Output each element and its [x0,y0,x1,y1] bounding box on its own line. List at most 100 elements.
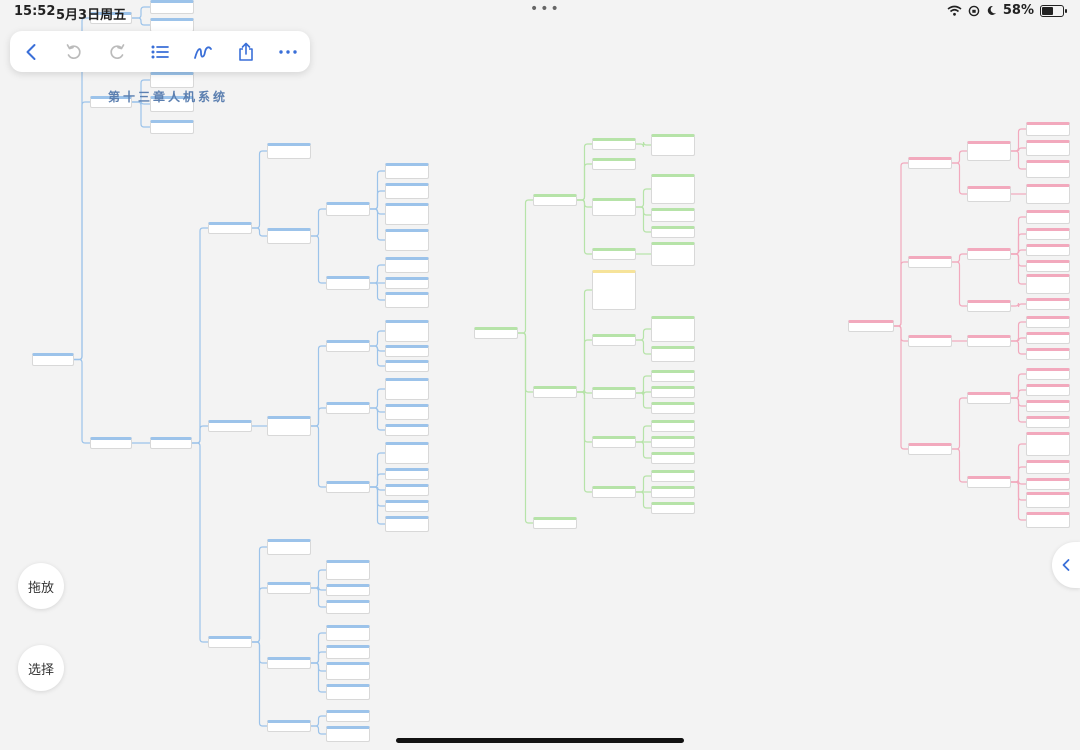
mindmap-node-leaf[interactable] [326,600,370,614]
mindmap-node-leaf[interactable] [385,360,429,372]
mindmap-node-branch[interactable] [267,720,311,732]
mindmap-node-leaf[interactable] [1026,460,1070,474]
mindmap-node-branch[interactable] [967,335,1011,347]
mindmap-node-leaf[interactable] [385,404,429,420]
mindmap-node-leaf[interactable] [651,208,695,222]
mindmap-node-leaf[interactable] [150,120,194,134]
mindmap-node-branch[interactable] [90,96,132,108]
mindmap-node-leaf[interactable] [385,345,429,357]
mindmap-node-leaf[interactable] [1026,244,1070,256]
mindmap-node-leaf[interactable] [592,158,636,170]
mindmap-node-leaf[interactable] [385,500,429,512]
mindmap-node-leaf[interactable] [1026,274,1070,294]
mindmap-node-branch[interactable] [592,248,636,260]
mindmap-node-leaf[interactable] [326,584,370,596]
mindmap-node-branch[interactable] [267,228,311,244]
mindmap-node-branch[interactable] [533,386,577,398]
mindmap-node-leaf[interactable] [651,470,695,482]
mindmap-node-branch[interactable] [908,443,952,455]
mindmap-node-leaf[interactable] [651,436,695,448]
mindmap-node-branch[interactable] [908,335,952,347]
mindmap-node-leaf[interactable] [1026,478,1070,490]
mindmap-node-leaf[interactable] [1026,228,1070,240]
mindmap-node-branch[interactable] [326,340,370,352]
mindmap-node-branch[interactable] [592,387,636,399]
mindmap-node-branch[interactable] [908,157,952,169]
undo-icon[interactable] [59,37,89,67]
mindmap-node-branch[interactable] [592,486,636,498]
mindmap-node-branch[interactable] [967,476,1011,488]
mindmap-node-leaf[interactable] [1026,260,1070,272]
mindmap-node-leaf[interactable] [1026,416,1070,428]
share-icon[interactable] [231,37,261,67]
draw-icon[interactable] [188,37,218,67]
mindmap-node-leaf[interactable] [651,174,695,204]
mindmap-node-leaf[interactable] [267,143,311,159]
mindmap-node-leaf[interactable] [385,516,429,532]
outline-icon[interactable] [145,37,175,67]
mindmap-node-leaf[interactable] [1026,400,1070,412]
mindmap-node-branch[interactable] [267,416,311,436]
mindmap-node-root[interactable] [474,327,518,339]
mindmap-node-branch[interactable] [326,481,370,493]
mindmap-node-leaf[interactable] [385,203,429,225]
mindmap-node-branch[interactable] [533,194,577,206]
mindmap-node-root[interactable] [848,320,894,332]
mindmap-node-leaf[interactable] [651,452,695,464]
mindmap-node-leaf[interactable] [326,684,370,700]
mindmap-node-branch[interactable] [326,276,370,290]
mindmap-node-leaf[interactable] [1026,492,1070,508]
mindmap-node-branch[interactable] [150,437,192,449]
mindmap-node-leaf[interactable] [1026,298,1070,310]
mindmap-node-leaf[interactable] [385,183,429,199]
mindmap-node-branch[interactable] [592,436,636,448]
mindmap-node-root[interactable] [32,353,74,366]
mindmap-node-branch[interactable] [908,256,952,268]
mindmap-node-leaf[interactable] [385,442,429,464]
mindmap-node-leaf[interactable] [651,346,695,362]
mindmap-node-leaf[interactable] [651,370,695,382]
mindmap-node-leaf[interactable] [651,486,695,498]
mindmap-node-leaf[interactable] [326,726,370,742]
mindmap-node-leaf[interactable] [385,378,429,400]
mindmap-node-branch[interactable] [967,300,1011,312]
mindmap-node-leaf[interactable] [326,560,370,580]
mindmap-node-branch[interactable] [592,198,636,216]
mindmap-node-leaf[interactable] [1026,512,1070,528]
mindmap-node-leaf[interactable] [1026,184,1070,204]
mindmap-node-leaf[interactable] [150,96,194,112]
mindmap-node-leaf[interactable] [1026,122,1070,136]
mindmap-node-leaf[interactable] [1026,368,1070,380]
mindmap-node-leaf[interactable] [651,316,695,342]
multitask-dots-icon[interactable]: ••• [530,1,561,17]
mindmap-node-leaf[interactable] [150,0,194,14]
mindmap-image-note[interactable] [592,270,636,310]
mindmap-node-branch[interactable] [208,420,252,432]
mindmap-node-leaf[interactable] [1026,384,1070,396]
mindmap-node-leaf[interactable] [651,402,695,414]
mindmap-node-leaf[interactable] [267,539,311,555]
mindmap-node-branch[interactable] [967,141,1011,161]
mindmap-node-leaf[interactable] [385,484,429,496]
mindmap-node-branch[interactable] [326,402,370,414]
mindmap-node-branch[interactable] [208,222,252,234]
mindmap-node-branch[interactable] [90,437,132,449]
mindmap-node-leaf[interactable] [1026,432,1070,456]
mindmap-node-leaf[interactable] [326,662,370,680]
select-mode-button[interactable]: 选择 [18,645,64,691]
mindmap-node-leaf[interactable] [651,134,695,156]
mindmap-node-leaf[interactable] [1026,316,1070,328]
mindmap-node-leaf[interactable] [385,277,429,289]
mindmap-node-branch[interactable] [267,657,311,669]
mindmap-node-leaf[interactable] [385,229,429,251]
mindmap-node-branch[interactable] [90,12,132,24]
mindmap-node-leaf[interactable] [1026,332,1070,344]
mindmap-node-leaf[interactable] [1026,210,1070,224]
mindmap-node-branch[interactable] [967,248,1011,260]
mindmap-node-leaf[interactable] [651,420,695,432]
mindmap-node-leaf[interactable] [385,468,429,480]
mindmap-node-leaf[interactable] [1026,140,1070,156]
mindmap-node-branch[interactable] [592,334,636,346]
mindmap-node-leaf[interactable] [150,72,194,88]
